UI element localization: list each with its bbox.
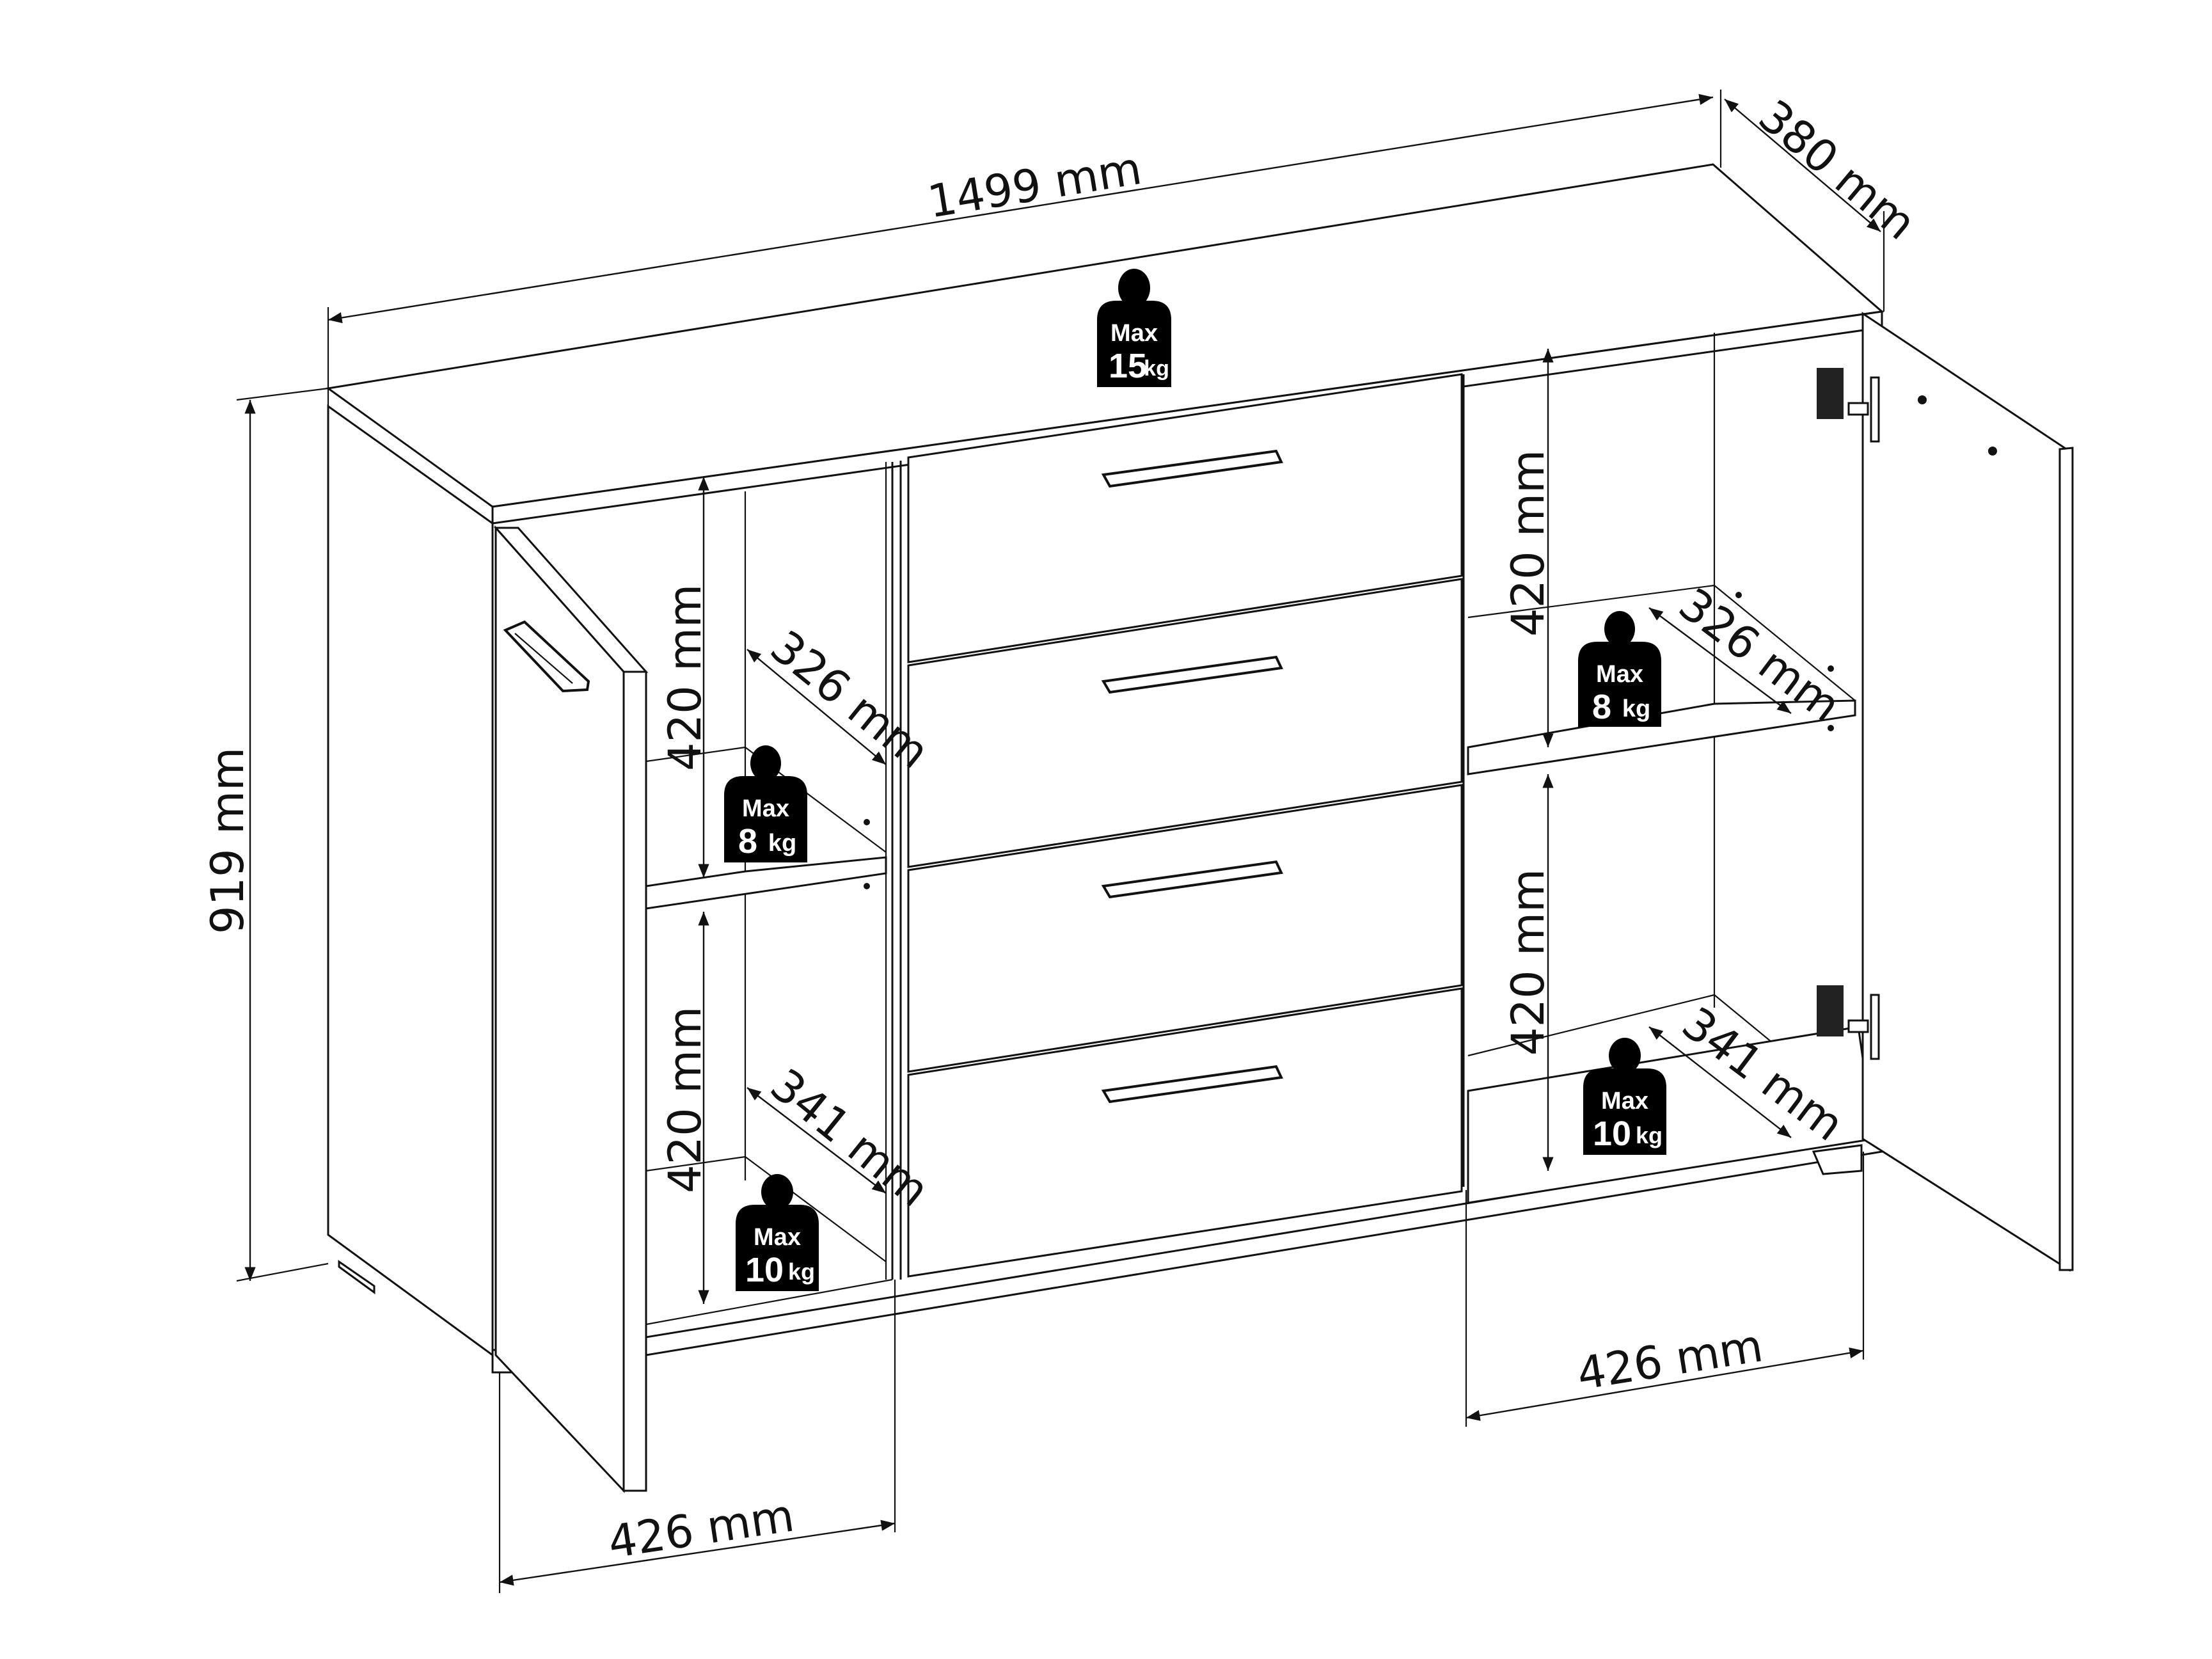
width-label: 1499 mm [924,142,1146,228]
drawer-3[interactable] [907,784,1463,1073]
svg-text:Max: Max [1110,320,1158,347]
drawer-stack [907,373,1463,1278]
left-door[interactable] [493,525,649,1493]
hinge-icon [1817,985,1880,1060]
height-label: 919 mm [201,747,254,934]
height-dimension: 919 mm [201,387,329,1282]
svg-text:10: 10 [745,1251,784,1289]
right-width-label: 426 mm [1574,1319,1766,1401]
bar-handle-icon [1101,860,1283,899]
drawer-2[interactable] [907,578,1463,868]
svg-text:kg: kg [768,830,796,857]
right-door[interactable] [1817,312,2074,1272]
bar-handle-icon [1101,449,1283,488]
right-lower-height-label: 420 mm [1502,869,1554,1056]
svg-text:kg: kg [1622,695,1650,722]
right-upper-height-label: 420 mm [1502,450,1554,637]
weight-icon: Max 15 kg [1097,269,1171,387]
svg-text:Max: Max [742,795,789,822]
weight-icon: Max 8 kg [1578,611,1661,727]
svg-text:8: 8 [1592,688,1611,726]
bar-handle-icon [1101,1065,1283,1104]
drawer-4[interactable] [907,987,1463,1278]
svg-text:10: 10 [1593,1115,1631,1153]
weight-icon: Max 8 kg [724,745,807,862]
door-handle-icon [503,620,590,693]
right-compartment-dimensions: 420 mm 420 mm 326 mm 341 mm 426 mm [1465,349,1865,1427]
svg-text:kg: kg [1144,356,1169,381]
right-compartment [1467,314,1876,1204]
svg-text:kg: kg [1636,1122,1663,1148]
left-side-panel [327,404,494,1357]
left-width-label: 426 mm [604,1489,797,1569]
weight-icon: Max 10 kg [1583,1038,1666,1155]
left-lower-height-label: 420 mm [659,1006,711,1193]
svg-text:kg: kg [788,1258,815,1285]
left-shelf [645,856,887,910]
svg-text:8: 8 [738,822,757,861]
left-upper-height-label: 420 mm [659,584,711,771]
svg-text:Max: Max [1596,661,1643,688]
svg-text:Max: Max [1601,1088,1648,1115]
svg-text:Max: Max [754,1224,801,1251]
weight-icon: Max 10 kg [736,1174,819,1291]
bar-handle-icon [1101,655,1283,694]
hinge-icon [1817,368,1880,443]
drawer-1[interactable] [907,373,1463,663]
svg-text:15: 15 [1109,347,1147,385]
